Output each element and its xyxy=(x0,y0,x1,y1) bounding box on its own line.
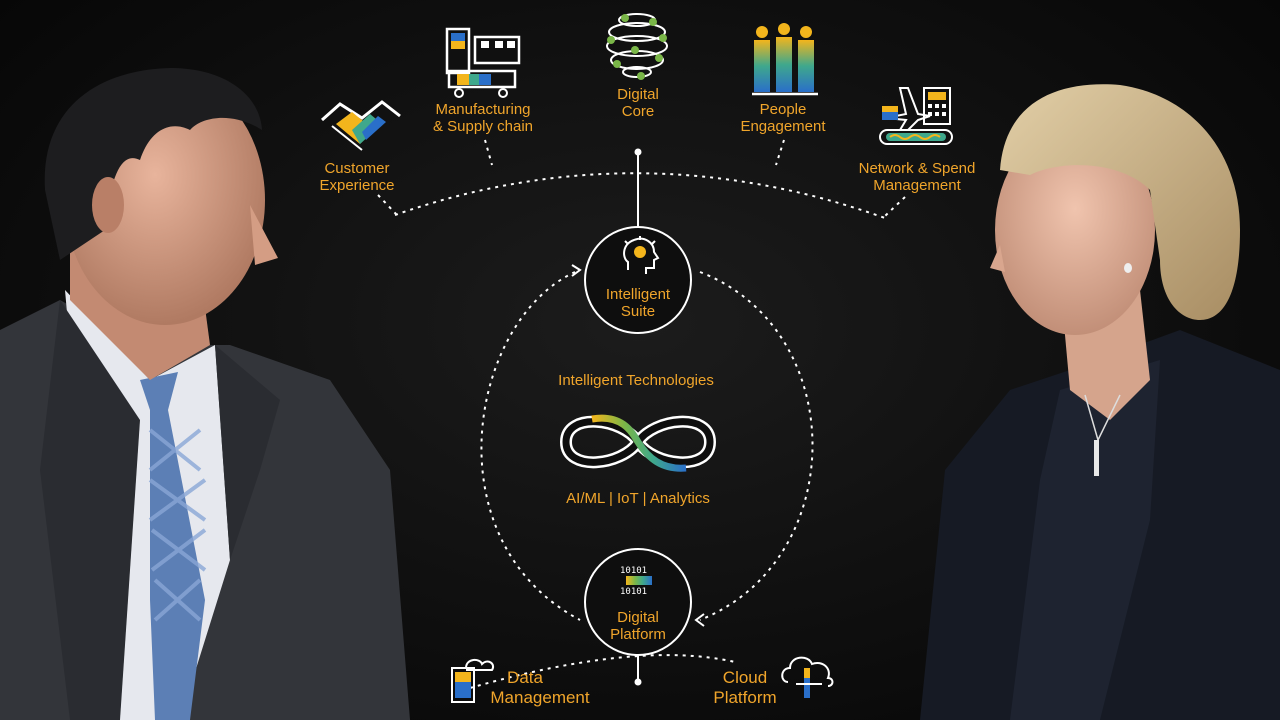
woman-figure xyxy=(920,84,1280,720)
woman-pendant xyxy=(1094,440,1099,476)
loop-right xyxy=(699,271,814,621)
customer-leader xyxy=(377,194,397,215)
label-cloud-platform: Cloud Platform xyxy=(713,668,776,708)
airplane-calculator-icon xyxy=(879,87,953,145)
bottom-junction-dot xyxy=(634,678,642,686)
man-lapel-right xyxy=(215,345,280,560)
loop-left xyxy=(480,271,581,621)
label-digital-platform: Digital Platform xyxy=(610,609,666,643)
woman-head xyxy=(995,125,1155,335)
woman-nose xyxy=(990,245,1005,272)
label-people-engagement: People Engagement xyxy=(740,101,825,135)
woman-hair xyxy=(1000,84,1240,321)
factory-icon xyxy=(445,27,521,98)
label-line: Cloud xyxy=(722,668,768,687)
network-leader xyxy=(884,196,906,217)
top-arc xyxy=(394,172,886,219)
manufacturing-leader xyxy=(484,139,493,166)
label-manufacturing: Manufacturing & Supply chain xyxy=(433,101,533,135)
label-line: Data xyxy=(507,668,543,687)
binary-code-icon: 10101 10101 xyxy=(620,566,652,597)
label-line: Manufacturing xyxy=(435,101,531,118)
label-line: Management xyxy=(873,177,961,194)
man-figure xyxy=(0,68,410,720)
platform-circle xyxy=(584,548,692,656)
top-junction-dot xyxy=(634,148,642,156)
man-lapel-left xyxy=(40,300,140,720)
handshake-icon xyxy=(321,100,401,151)
woman-earring xyxy=(1124,263,1132,273)
label-line: Network & Spend xyxy=(858,160,976,177)
label-data-management: Data Management xyxy=(490,668,589,708)
label-line: Customer xyxy=(324,160,390,177)
label-line: Platform xyxy=(713,688,777,707)
label-line: Management xyxy=(490,688,590,707)
label-intelligent-technologies: Intelligent Technologies xyxy=(558,372,714,389)
infinity-icon xyxy=(559,414,717,472)
cloud-server-icon xyxy=(781,656,834,698)
globe-network-icon xyxy=(606,13,668,80)
label-line: Platform xyxy=(610,626,666,643)
man-tie-pattern xyxy=(148,428,207,622)
people-icon xyxy=(752,23,818,96)
database-cloud-icon xyxy=(451,658,494,703)
man-ear xyxy=(92,177,124,233)
arrow-left-chevron xyxy=(571,264,582,277)
label-intelligent-suite: Intelligent Suite xyxy=(606,286,670,320)
connector-lines xyxy=(377,139,906,689)
label-network-spend: Network & Spend Management xyxy=(859,160,976,194)
people-leader xyxy=(775,139,785,166)
svg-text:10101: 10101 xyxy=(620,587,647,597)
label-customer-experience: Customer Experience xyxy=(319,160,394,194)
label-digital-core: Digital Core xyxy=(617,86,659,120)
svg-text:10101: 10101 xyxy=(620,566,647,576)
label-ai-iot-analytics: AI/ML | IoT | Analytics xyxy=(566,490,710,507)
label-line: Intelligent xyxy=(605,286,671,303)
man-nose xyxy=(250,205,278,265)
woman-top xyxy=(1010,360,1160,720)
suite-circle xyxy=(584,226,692,334)
label-line: & Supply chain xyxy=(432,118,534,135)
label-line: Digital xyxy=(617,609,659,626)
head-lightbulb-icon xyxy=(623,236,660,274)
label-line: Experience xyxy=(319,177,395,194)
label-line: Core xyxy=(621,103,655,120)
label-line: Digital xyxy=(617,86,659,103)
bottom-arc xyxy=(469,654,736,689)
arrow-right-chevron xyxy=(694,613,705,627)
label-line: Suite xyxy=(620,303,656,320)
label-line: Engagement xyxy=(740,118,826,135)
label-line: People xyxy=(759,101,807,118)
